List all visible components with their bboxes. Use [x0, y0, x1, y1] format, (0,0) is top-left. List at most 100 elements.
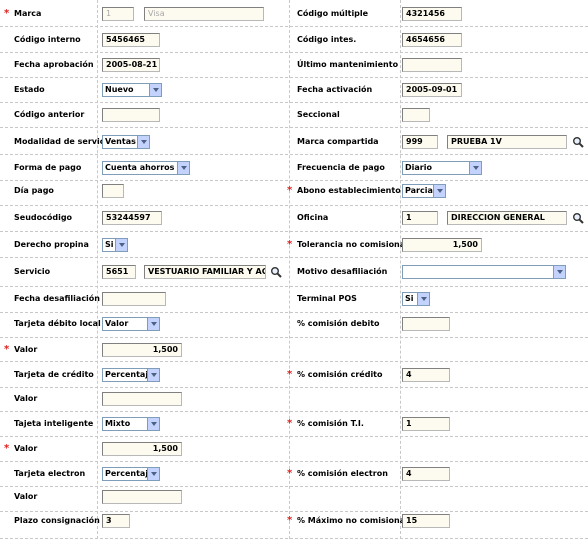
required-marker: * — [287, 185, 293, 196]
valor-inteligente-input[interactable]: 1,500 — [102, 442, 182, 456]
valor-electron-input[interactable] — [102, 490, 182, 504]
terminal-pos-value: Si — [405, 294, 414, 303]
marca-compartida-code-input[interactable]: 999 — [402, 135, 438, 149]
terminal-pos-select[interactable]: Si — [402, 292, 430, 306]
fecha-aprobacion-label: Fecha aprobación — [14, 60, 94, 69]
tarjeta-electron-select[interactable]: Percentaje — [102, 467, 160, 481]
tolerancia-label: Tolerancia no comisionable — [297, 240, 420, 249]
fecha-activacion-input[interactable]: 2005-09-01 — [402, 83, 462, 97]
servicio-name-input[interactable]: VESTUARIO FAMILIAR Y ACCESORIOS — [144, 265, 266, 279]
chevron-down-icon[interactable] — [137, 136, 149, 148]
row-separator — [0, 0, 588, 27]
maximo-no-comisionable-input[interactable]: 15 — [402, 514, 450, 528]
maximo-no-comisionable-label: % Máximo no comisionable — [297, 516, 419, 525]
search-icon[interactable] — [572, 136, 584, 148]
chevron-down-icon[interactable] — [553, 266, 565, 278]
chevron-down-icon[interactable] — [433, 185, 445, 197]
tolerancia-input[interactable]: 1,500 — [402, 238, 482, 252]
derecho-propina-label: Derecho propina — [14, 240, 89, 249]
comision-ti-label: % comisión T.I. — [297, 419, 364, 428]
abono-establecimiento-select[interactable]: Parcial — [402, 184, 446, 198]
modalidad-servicio-select[interactable]: Ventas — [102, 135, 150, 149]
forma-pago-label: Forma de pago — [14, 163, 82, 172]
row-separator — [0, 338, 588, 362]
seudocodigo-input[interactable]: 53244597 — [102, 211, 162, 225]
estado-select[interactable]: Nuevo — [102, 83, 162, 97]
estado-value: Nuevo — [105, 85, 134, 94]
chevron-down-icon[interactable] — [177, 162, 189, 174]
chevron-down-icon[interactable] — [417, 293, 429, 305]
dia-pago-input[interactable] — [102, 184, 124, 198]
dropdown-arrow-shape — [150, 422, 157, 426]
estado-label: Estado — [14, 85, 45, 94]
chevron-down-icon[interactable] — [147, 468, 159, 480]
dropdown-arrow-shape — [420, 297, 427, 301]
valor-debito-input[interactable]: 1,500 — [102, 343, 182, 357]
dropdown-arrow-shape — [118, 243, 125, 247]
frecuencia-pago-select[interactable]: Diario — [402, 161, 482, 175]
plazo-consignacion-input[interactable]: 3 — [102, 514, 130, 528]
tarjeta-inteligente-select[interactable]: Mixto — [102, 417, 160, 431]
search-icon[interactable] — [572, 212, 584, 224]
tarjeta-debito-local-select[interactable]: Valor — [102, 317, 160, 331]
seudocodigo-label: Seudocódigo — [14, 213, 73, 222]
tarjeta-inteligente-value: Mixto — [105, 419, 131, 428]
codigo-interno-input[interactable]: 5456465 — [102, 33, 160, 47]
valor-electron-label: Valor — [14, 492, 38, 501]
chevron-down-icon[interactable] — [147, 418, 159, 430]
valor-credito-label: Valor — [14, 394, 38, 403]
required-marker: * — [287, 239, 293, 250]
forma-pago-select[interactable]: Cuenta ahorros — [102, 161, 190, 175]
derecho-propina-value: Si — [105, 240, 114, 249]
codigo-multiple-input[interactable]: 4321456 — [402, 7, 462, 21]
valor-debito-label: Valor — [14, 345, 38, 354]
codigo-anterior-input[interactable] — [102, 108, 160, 122]
row-separator — [0, 78, 588, 103]
seccional-label: Seccional — [297, 110, 340, 119]
tarjeta-debito-local-value: Valor — [105, 319, 129, 328]
marca-compartida-name-input[interactable]: PRUEBA 1V — [447, 135, 567, 149]
dropdown-arrow-shape — [150, 472, 157, 476]
fecha-aprobacion-input[interactable]: 2005-08-21 — [102, 58, 160, 72]
plazo-consignacion-label: Plazo consignación — [14, 516, 100, 525]
chevron-down-icon[interactable] — [469, 162, 481, 174]
comision-electron-input[interactable]: 4 — [402, 467, 450, 481]
marca-code-input[interactable]: 1 — [102, 7, 134, 21]
comision-credito-input[interactable]: 4 — [402, 368, 450, 382]
valor-credito-input[interactable] — [102, 392, 182, 406]
motivo-desafiliacion-select[interactable] — [402, 265, 566, 279]
dropdown-arrow-shape — [150, 373, 157, 377]
chevron-down-icon[interactable] — [115, 239, 127, 251]
marca-name-input[interactable]: Visa — [144, 7, 264, 21]
row-separator — [0, 232, 588, 258]
servicio-code-input[interactable]: 5651 — [102, 265, 136, 279]
row-separator — [0, 27, 588, 53]
comision-debito-input[interactable] — [402, 317, 450, 331]
modalidad-servicio-label: Modalidad de servicio — [14, 137, 113, 146]
chevron-down-icon[interactable] — [147, 369, 159, 381]
oficina-name-input[interactable]: DIRECCION GENERAL — [447, 211, 567, 225]
chevron-down-icon[interactable] — [147, 318, 159, 330]
codigo-intes-input[interactable]: 4654656 — [402, 33, 462, 47]
tarjeta-credito-select[interactable]: Percentaje — [102, 368, 160, 382]
chevron-down-icon[interactable] — [149, 84, 161, 96]
tarjeta-credito-label: Tarjeta de crédito — [14, 370, 94, 379]
dropdown-arrow-shape — [140, 140, 147, 144]
row-separator — [0, 128, 588, 155]
comision-ti-input[interactable]: 1 — [402, 417, 450, 431]
valor-inteligente-label: Valor — [14, 444, 38, 453]
derecho-propina-select[interactable]: Si — [102, 238, 128, 252]
fecha-desafiliacion-input[interactable] — [102, 292, 166, 306]
row-separator — [0, 155, 588, 181]
row-separator — [0, 362, 588, 388]
oficina-code-input[interactable]: 1 — [402, 211, 438, 225]
required-marker: * — [287, 369, 293, 380]
search-icon[interactable] — [270, 266, 282, 278]
ultimo-mantenimiento-input[interactable] — [402, 58, 462, 72]
required-marker: * — [287, 418, 293, 429]
oficina-label: Oficina — [297, 213, 329, 222]
row-separator — [0, 53, 588, 78]
seccional-input[interactable] — [402, 108, 430, 122]
comision-debito-label: % comisión debito — [297, 319, 380, 328]
